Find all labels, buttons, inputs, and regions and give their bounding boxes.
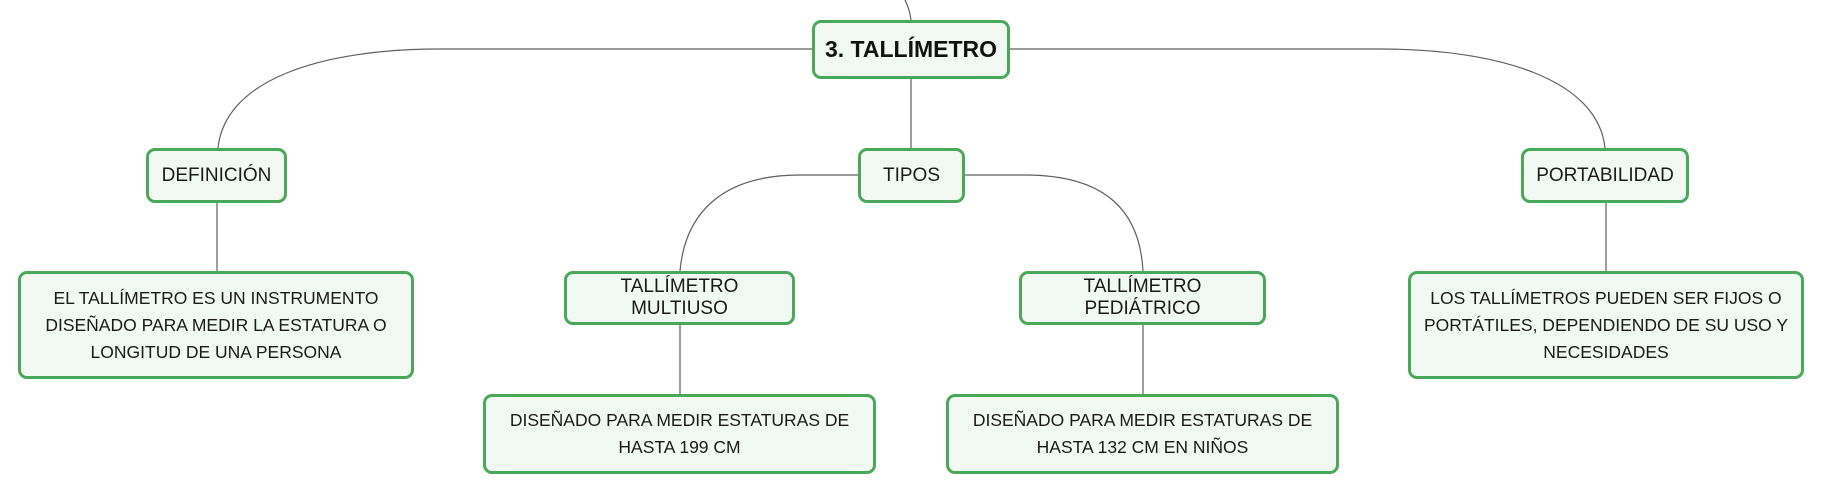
pediatrico-detail-text: DISEÑADO PARA MEDIR ESTATURAS DE HASTA 1… — [972, 410, 1313, 457]
branch-node-tipos-label: TIPOS — [882, 164, 940, 186]
connector-root-portabilidad — [1010, 48, 1606, 149]
branch-node-portabilidad[interactable]: PORTABILIDAD — [1521, 148, 1689, 203]
tipo-node-pediatrico[interactable]: TALLÍMETRO PEDIÁTRICO — [1019, 271, 1266, 325]
connector-tipos-multiuso — [679, 174, 858, 272]
tipo-node-multiuso[interactable]: TALLÍMETRO MULTIUSO — [564, 271, 795, 325]
multiuso-detail-node[interactable]: DISEÑADO PARA MEDIR ESTATURAS DE HASTA 1… — [483, 394, 876, 474]
pediatrico-detail-node[interactable]: DISEÑADO PARA MEDIR ESTATURAS DE HASTA 1… — [946, 394, 1339, 474]
portabilidad-detail-text: LOS TALLÍMETROS PUEDEN SER FIJOS O PORTÁ… — [1423, 287, 1789, 362]
branch-node-definicion-label: DEFINICIÓN — [161, 164, 272, 186]
branch-node-tipos[interactable]: TIPOS — [858, 148, 965, 203]
root-node[interactable]: 3. TALLÍMETRO — [812, 20, 1010, 79]
connector-root-definicion — [217, 48, 812, 149]
multiuso-detail-text: DISEÑADO PARA MEDIR ESTATURAS DE HASTA 1… — [509, 410, 850, 457]
definicion-detail-node[interactable]: EL TALLÍMETRO ES UN INSTRUMENTO DISEÑADO… — [18, 271, 414, 379]
connector-incoming-root — [904, 0, 912, 21]
connector-tipos-pediatrico — [965, 174, 1144, 272]
root-node-label: 3. TALLÍMETRO — [824, 36, 998, 62]
branch-node-definicion[interactable]: DEFINICIÓN — [146, 148, 287, 203]
tipo-node-multiuso-label: TALLÍMETRO MULTIUSO — [620, 276, 739, 319]
tipo-node-pediatrico-label: TALLÍMETRO PEDIÁTRICO — [1083, 276, 1202, 319]
portabilidad-detail-node[interactable]: LOS TALLÍMETROS PUEDEN SER FIJOS O PORTÁ… — [1408, 271, 1804, 379]
branch-node-portabilidad-label: PORTABILIDAD — [1536, 164, 1674, 186]
definicion-detail-text: EL TALLÍMETRO ES UN INSTRUMENTO DISEÑADO… — [45, 287, 387, 362]
